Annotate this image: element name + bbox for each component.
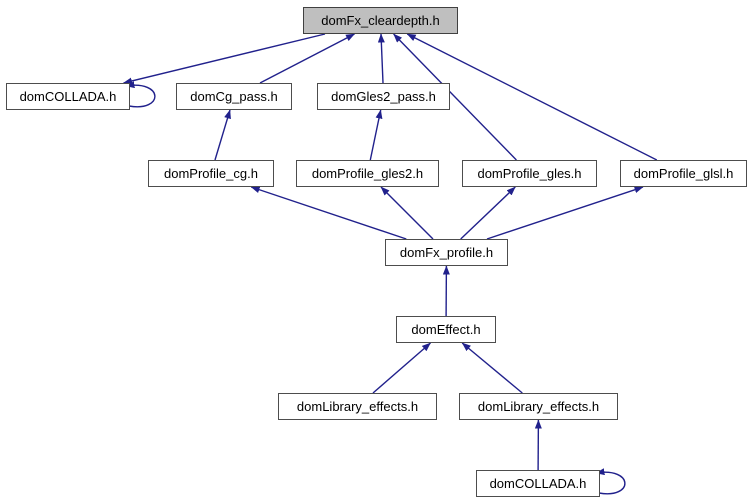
graph-edge-gles2_pass-to-fx_cleardepth xyxy=(377,33,385,84)
graph-edge-fx_profile-to-profile_gles xyxy=(460,186,516,240)
graph-node-label: domProfile_cg.h xyxy=(164,166,258,181)
graph-node-effect[interactable]: domEffect.h xyxy=(396,316,496,343)
graph-node-label: domFx_cleardepth.h xyxy=(321,13,440,28)
graph-node-label: domCOLLADA.h xyxy=(489,476,587,491)
graph-node-collada_top[interactable]: domCOLLADA.h xyxy=(6,83,130,110)
graph-node-label: domProfile_glsl.h xyxy=(633,166,734,181)
graph-node-profile_gles[interactable]: domProfile_gles.h xyxy=(462,160,597,187)
graph-edge-fx_profile-to-profile_cg xyxy=(250,186,407,240)
graph-node-library_effects_l[interactable]: domLibrary_effects.h xyxy=(278,393,437,420)
graph-node-label: domLibrary_effects.h xyxy=(296,399,419,414)
graph-node-label: domEffect.h xyxy=(411,322,481,337)
graph-edge-profile_gles2-to-gles2_pass xyxy=(369,109,383,161)
graph-node-label: domGles2_pass.h xyxy=(331,89,436,104)
graph-node-library_effects_r[interactable]: domLibrary_effects.h xyxy=(459,393,618,420)
graph-node-collada_bottom[interactable]: domCOLLADA.h xyxy=(476,470,600,497)
graph-node-profile_gles2[interactable]: domProfile_gles2.h xyxy=(296,160,439,187)
graph-node-label: domCOLLADA.h xyxy=(19,89,117,104)
graph-edge-self-collada_top xyxy=(125,81,156,108)
graph-node-label: domCg_pass.h xyxy=(190,89,278,104)
graph-node-fx_cleardepth[interactable]: domFx_cleardepth.h xyxy=(303,7,458,34)
graph-node-label: domProfile_gles2.h xyxy=(311,166,424,181)
graph-edge-self-collada_bottom xyxy=(595,468,626,495)
graph-node-fx_profile[interactable]: domFx_profile.h xyxy=(385,239,508,266)
graph-edge-fx_profile-to-profile_gles2 xyxy=(380,186,434,240)
graph-edge-library_effects_r-to-effect xyxy=(461,342,523,394)
graph-node-label: domProfile_gles.h xyxy=(477,166,582,181)
graph-edge-cg_pass-to-fx_cleardepth xyxy=(259,33,355,84)
graph-edge-fx_profile-to-profile_glsl xyxy=(486,186,644,240)
graph-node-profile_cg[interactable]: domProfile_cg.h xyxy=(148,160,274,187)
graph-edge-library_effects_l-to-effect xyxy=(372,342,431,394)
graph-edge-fx_cleardepth-to-collada_top xyxy=(123,33,326,85)
graph-edge-profile_cg-to-cg_pass xyxy=(214,109,231,161)
graph-node-label: domLibrary_effects.h xyxy=(477,399,600,414)
graph-node-cg_pass[interactable]: domCg_pass.h xyxy=(176,83,292,110)
graph-node-gles2_pass[interactable]: domGles2_pass.h xyxy=(317,83,450,110)
graph-node-profile_glsl[interactable]: domProfile_glsl.h xyxy=(620,160,747,187)
graph-node-label: domFx_profile.h xyxy=(399,245,494,260)
